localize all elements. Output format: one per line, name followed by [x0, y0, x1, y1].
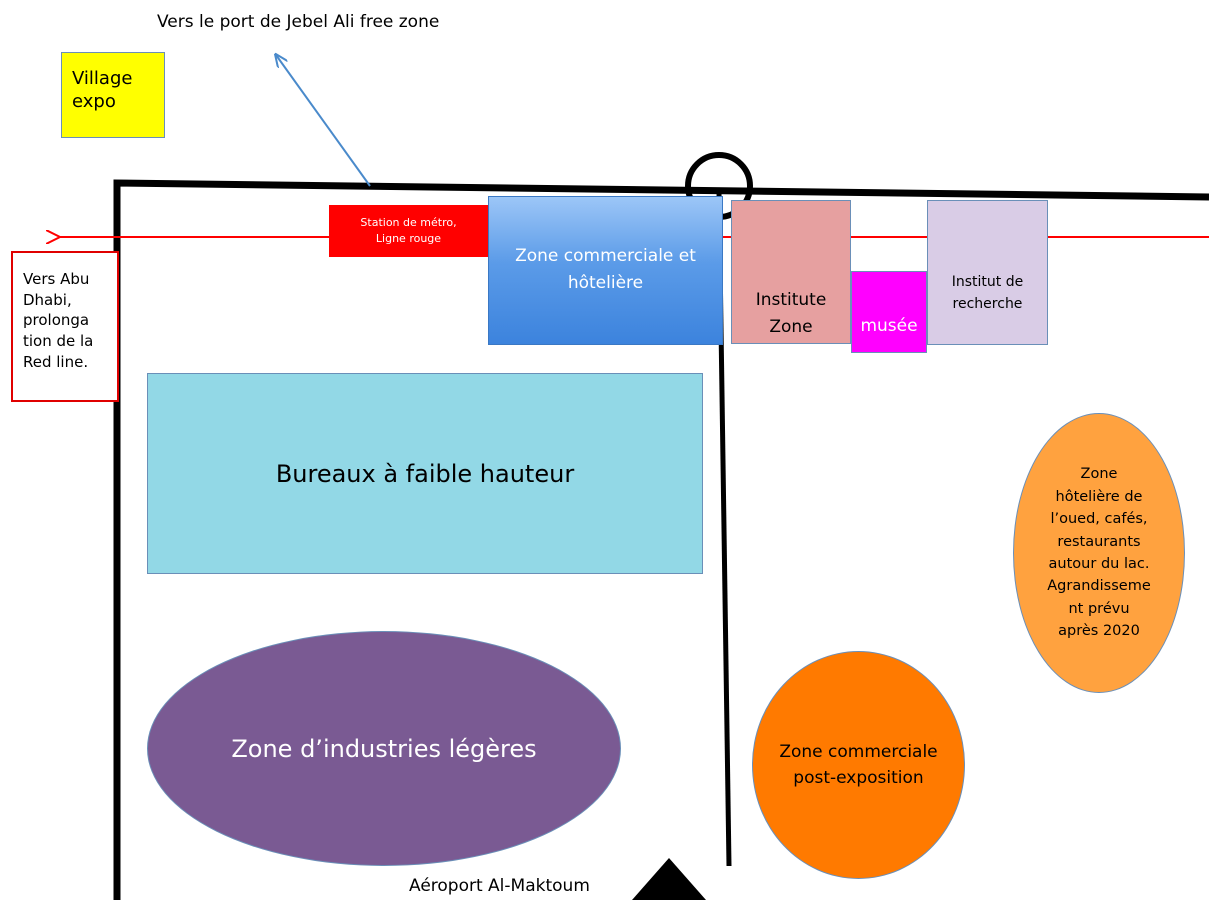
institute-zone: Institute Zone — [731, 200, 851, 344]
jebel-ali-label: Vers le port de Jebel Ali free zone — [157, 12, 440, 32]
abu-dhabi-box: Vers Abu Dhabi, prolonga tion de la Red … — [11, 251, 119, 402]
museum-box: musée — [851, 271, 927, 353]
research-institute: Institut de recherche — [927, 200, 1048, 345]
perimeter-road — [113, 179, 1209, 900]
commercial-hotel-zone: Zone commerciale et hôtelière — [488, 196, 723, 345]
airport-triangle — [632, 858, 706, 900]
village-expo-box: Village expo — [61, 52, 165, 138]
airport-label: Aéroport Al-Maktoum — [409, 876, 590, 896]
low-rise-offices: Bureaux à faible hauteur — [147, 373, 703, 574]
metro-station-box: Station de métro, Ligne rouge — [329, 205, 488, 257]
post-expo-commercial-zone: Zone commerciale post-exposition — [752, 651, 965, 879]
wadi-hotel-zone: Zone hôtelière de l’oued, cafés, restaur… — [1013, 413, 1185, 693]
light-industry-zone: Zone d’industries légères — [147, 631, 621, 866]
jebel-ali-arrow — [276, 55, 371, 187]
